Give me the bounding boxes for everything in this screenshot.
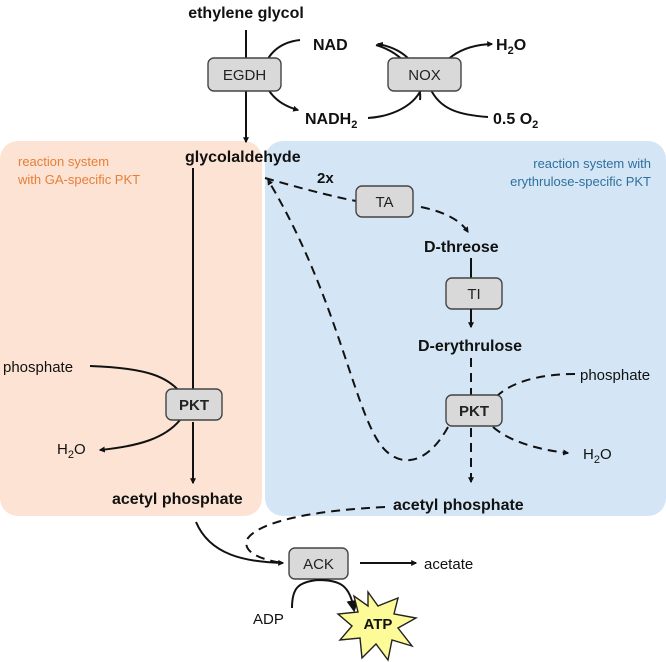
ti-label: TI [467, 286, 480, 303]
pkt-left-label: PKT [179, 397, 209, 414]
acetate-label: acetate [424, 556, 473, 573]
adp-to-atp-arc [291, 578, 359, 613]
ti-box[interactable] [445, 277, 503, 310]
pkt-right-label: PKT [459, 403, 489, 420]
water-left-arc [98, 419, 181, 453]
water-right-label: H2O [583, 446, 612, 466]
d-erythrulose-label: D-erythrulose [418, 338, 522, 355]
nox-box[interactable] [387, 57, 462, 92]
ta-label: TA [375, 194, 393, 211]
nox-arc-oxygen [429, 87, 489, 118]
oxygen-label: 0.5 O2 [493, 111, 538, 131]
glycolaldehyde-label: glycolaldehyde [185, 149, 301, 166]
ga-region-title-1: reaction system [18, 154, 109, 169]
ack-label: ACK [303, 556, 334, 573]
d-threose-label: D-threose [424, 239, 499, 256]
erythrulose-region [265, 141, 666, 516]
acetyl-phosphate-right-label: acetyl phosphate [393, 497, 524, 514]
egdh-box[interactable] [207, 57, 282, 92]
nad-label: NAD [313, 37, 348, 54]
phosphate-right-dashed [494, 373, 576, 399]
ga-to-ta-dashed [264, 177, 357, 202]
nox-arc-nadh [367, 87, 423, 119]
atp-star [336, 589, 419, 662]
ery-region-title-1: reaction system with [533, 156, 651, 171]
pkt-left-box[interactable] [165, 388, 223, 421]
acetylp-right-to-ack-dashed [245, 506, 386, 564]
two-x-label: 2x [317, 170, 334, 187]
ga-region-title-2: with GA-specific PKT [17, 172, 140, 187]
ga-return-dashed [267, 178, 449, 462]
ethylene-glycol-label: ethylene glycol [188, 5, 304, 22]
egdh-label: EGDH [223, 67, 266, 84]
phosphate-left-arc [89, 365, 181, 393]
water-left-label: H2O [57, 441, 86, 461]
ta-to-threose-dashed [420, 206, 469, 233]
acetyl-phosphate-left-label: acetyl phosphate [112, 491, 243, 508]
adp-label: ADP [253, 611, 284, 628]
ga-region [0, 141, 262, 516]
nadh-label: NADH2 [305, 111, 357, 131]
nox-label: NOX [408, 67, 441, 84]
ta-box[interactable] [355, 185, 414, 218]
ery-region-title-2: erythrulose-specific PKT [510, 174, 651, 189]
atp-label: ATP [364, 616, 393, 633]
phosphate-left-label: phosphate [3, 359, 73, 376]
water-right-dashed [492, 426, 570, 456]
phosphate-right-label: phosphate [580, 367, 650, 384]
ack-box[interactable] [288, 547, 349, 580]
water-top-label: H2O [496, 37, 526, 57]
acetylp-left-to-ack [195, 521, 285, 566]
pkt-right-box[interactable] [445, 394, 503, 427]
